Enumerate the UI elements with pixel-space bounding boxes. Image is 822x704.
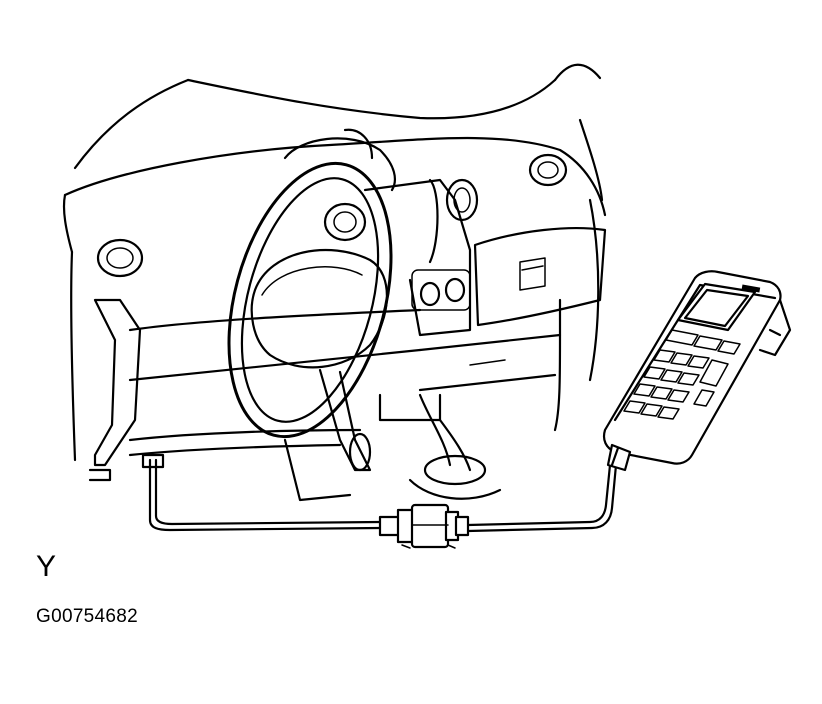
view-label: Y [36,550,57,583]
handheld-tester-icon [602,270,792,472]
keypad [623,329,741,420]
steering-wheel-icon [227,161,393,472]
figure-id: G00754682 [36,606,139,627]
dashboard-icon [62,63,607,502]
cable [141,453,618,533]
connector-icon [378,503,470,549]
